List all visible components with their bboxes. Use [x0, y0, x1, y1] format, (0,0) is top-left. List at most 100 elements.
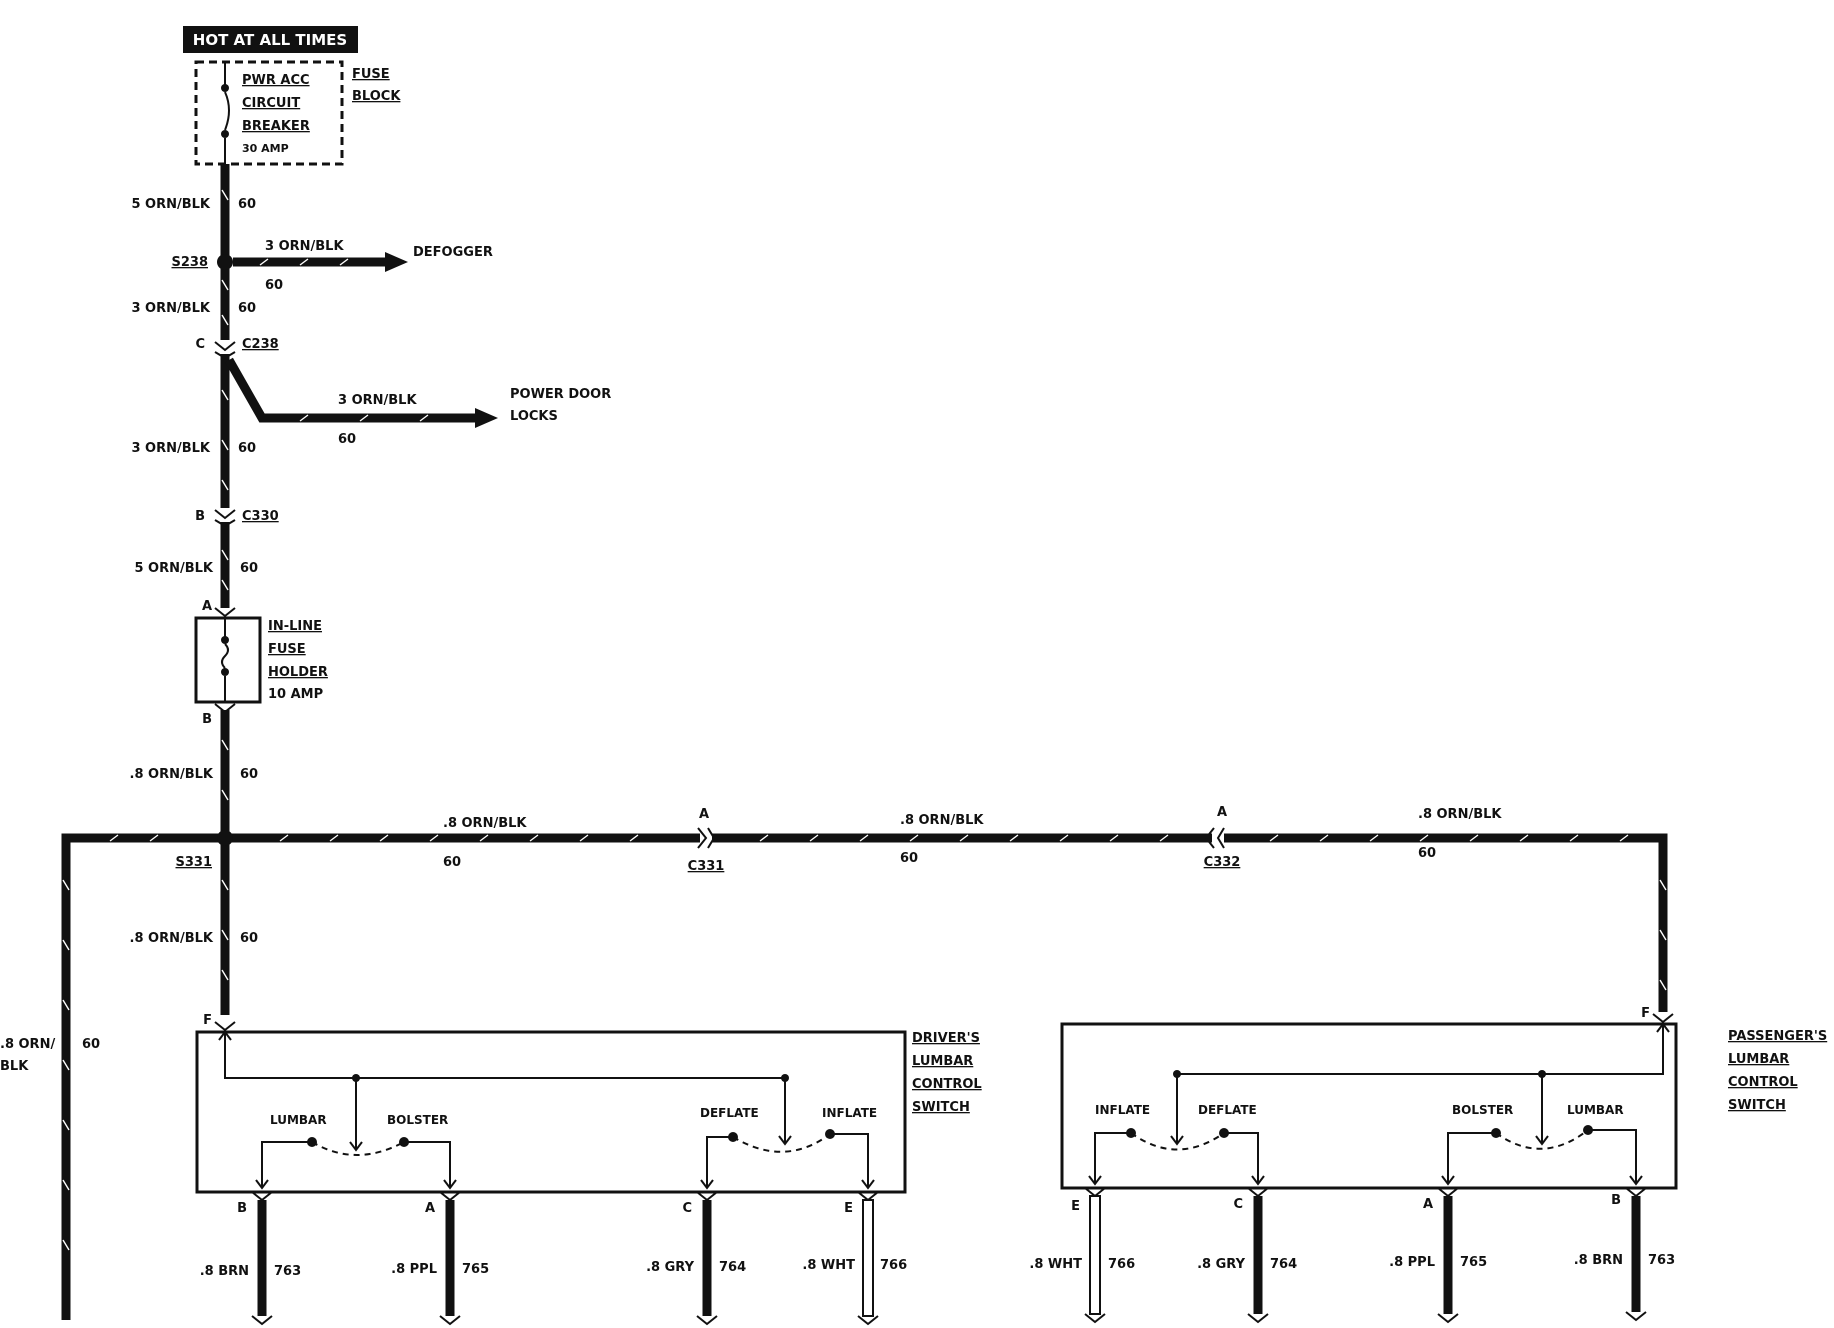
driver-title-1: DRIVER'S — [912, 1031, 980, 1046]
driver-out-3-pin: C — [682, 1201, 692, 1216]
door-locks-dest-1: POWER DOOR — [510, 387, 611, 402]
passenger-out-3-gauge: .8 PPL — [1389, 1255, 1435, 1270]
driver-out-2-pin: A — [425, 1201, 435, 1216]
wire-2-gauge: 3 ORN/BLK — [131, 301, 210, 316]
wire-1-gauge: 5 ORN/BLK — [131, 197, 210, 212]
driver-contact-inflate: INFLATE — [822, 1106, 877, 1120]
passenger-switch: F — [1060, 1006, 1678, 1190]
wire-6-circuit: 60 — [240, 931, 258, 946]
passenger-out-3-pin: A — [1423, 1197, 1433, 1212]
defogger-branch — [233, 252, 408, 272]
driver-output-wires — [251, 1191, 879, 1326]
passenger-out-1-gauge: .8 WHT — [1029, 1257, 1082, 1272]
defogger-gauge: 3 ORN/BLK — [265, 239, 344, 254]
driver-title-4: SWITCH — [912, 1100, 970, 1115]
passenger-out-4-pin: B — [1611, 1193, 1621, 1208]
door-locks-dest-2: LOCKS — [510, 409, 558, 424]
passenger-contact-deflate: DEFLATE — [1198, 1103, 1257, 1117]
wire-3-gauge: 3 ORN/BLK — [131, 441, 210, 456]
passenger-contact-inflate: INFLATE — [1095, 1103, 1150, 1117]
driver-out-1-pin: B — [237, 1201, 247, 1216]
splice-s331-label: S331 — [176, 855, 213, 870]
breaker-rating: 30 AMP — [242, 142, 289, 155]
driver-out-2-circuit: 765 — [462, 1262, 489, 1277]
left-drop-circuit: 60 — [82, 1037, 100, 1052]
bus-wire — [61, 833, 1668, 1320]
connector-c331 — [697, 827, 716, 849]
left-drop-gauge-2: BLK — [0, 1059, 29, 1074]
inline-fuse-line-1: IN-LINE — [268, 619, 322, 634]
passenger-out-2-gauge: .8 GRY — [1197, 1257, 1245, 1272]
passenger-out-2-pin: C — [1233, 1197, 1243, 1212]
bus-b-gauge: .8 ORN/BLK — [900, 813, 984, 828]
connector-c331-label: C331 — [688, 859, 725, 874]
passenger-out-1-pin: E — [1071, 1199, 1080, 1214]
inline-fuse-rating: 10 AMP — [268, 687, 323, 702]
passenger-out-2-circuit: 764 — [1270, 1257, 1297, 1272]
driver-out-1-circuit: 763 — [274, 1264, 301, 1279]
driver-out-2-gauge: .8 PPL — [391, 1262, 437, 1277]
driver-contact-bolster: BOLSTER — [387, 1113, 448, 1127]
driver-out-4-gauge: .8 WHT — [802, 1258, 855, 1273]
splice-s238 — [217, 254, 233, 270]
passenger-contact-bolster: BOLSTER — [1452, 1103, 1513, 1117]
bus-a-gauge: .8 ORN/BLK — [443, 816, 527, 831]
wire-5-gauge: .8 ORN/BLK — [130, 767, 214, 782]
trunk-hatches — [221, 189, 229, 981]
connector-c332-label: C332 — [1204, 855, 1241, 870]
fuse-block-line-2: BLOCK — [352, 89, 401, 104]
bus-c-gauge: .8 ORN/BLK — [1418, 807, 1502, 822]
wire-4-gauge: 5 ORN/BLK — [134, 561, 213, 576]
connector-c238-pin: C — [195, 337, 205, 352]
driver-switch: F — [195, 1013, 907, 1194]
breaker-line-1: PWR ACC — [242, 73, 310, 88]
driver-pin-f: F — [203, 1013, 212, 1028]
passenger-title-4: SWITCH — [1728, 1098, 1786, 1113]
passenger-title-3: CONTROL — [1728, 1075, 1798, 1090]
fuse-block-line-1: FUSE — [352, 67, 390, 82]
inline-fuse-box — [194, 616, 262, 704]
driver-title-2: LUMBAR — [912, 1054, 973, 1069]
passenger-out-4-gauge: .8 BRN — [1574, 1253, 1623, 1268]
passenger-contact-lumbar: LUMBAR — [1567, 1103, 1624, 1117]
bus-a-circuit: 60 — [443, 855, 461, 870]
driver-out-1-gauge: .8 BRN — [200, 1264, 249, 1279]
door-locks-gauge: 3 ORN/BLK — [338, 393, 417, 408]
driver-out-4-pin: E — [844, 1201, 853, 1216]
fuse-block-box — [194, 60, 344, 166]
wire-5-circuit: 60 — [240, 767, 258, 782]
connector-c238-label: C238 — [242, 337, 279, 352]
door-locks-circuit: 60 — [338, 432, 356, 447]
bus-hatches — [62, 834, 1667, 1251]
connector-c330 — [214, 509, 236, 528]
inline-fuse-pin-b: B — [202, 712, 212, 727]
wire-2-circuit: 60 — [238, 301, 256, 316]
driver-out-3-gauge: .8 GRY — [646, 1260, 694, 1275]
wire-3-circuit: 60 — [238, 441, 256, 456]
breaker-line-3: BREAKER — [242, 119, 310, 134]
inline-fuse-line-3: HOLDER — [268, 665, 328, 680]
driver-out-3-circuit: 764 — [719, 1260, 746, 1275]
breaker-line-2: CIRCUIT — [242, 96, 300, 111]
passenger-out-1-circuit: 766 — [1108, 1257, 1135, 1272]
wire-1-circuit: 60 — [238, 197, 256, 212]
bus-b-circuit: 60 — [900, 851, 918, 866]
passenger-title-1: PASSENGER'S — [1728, 1029, 1827, 1044]
connector-c330-pin: B — [195, 509, 205, 524]
defogger-dest: DEFOGGER — [413, 245, 493, 260]
defogger-circuit: 60 — [265, 278, 283, 293]
bus-c-circuit: 60 — [1418, 846, 1436, 861]
wire-4-circuit: 60 — [240, 561, 258, 576]
driver-title-3: CONTROL — [912, 1077, 982, 1092]
driver-contact-deflate: DEFLATE — [700, 1106, 759, 1120]
connector-c238 — [214, 341, 236, 360]
splice-s331 — [217, 830, 233, 846]
passenger-out-4-circuit: 763 — [1648, 1253, 1675, 1268]
passenger-title-2: LUMBAR — [1728, 1052, 1789, 1067]
wire-6-gauge: .8 ORN/BLK — [130, 931, 214, 946]
hot-label: HOT AT ALL TIMES — [193, 31, 347, 49]
passenger-out-3-circuit: 765 — [1460, 1255, 1487, 1270]
connector-c332-pin: A — [1217, 805, 1227, 820]
inline-fuse-pin-a: A — [202, 599, 212, 614]
